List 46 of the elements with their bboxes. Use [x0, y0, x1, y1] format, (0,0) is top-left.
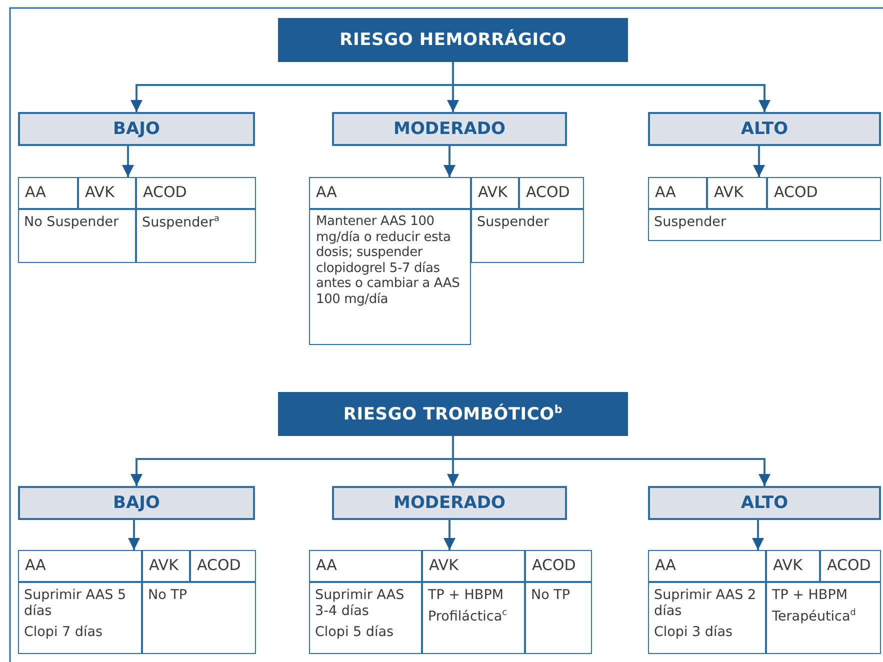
table-cell: No TP: [525, 582, 592, 654]
risk-level-box: MODERADO: [332, 112, 567, 146]
arrow: [444, 520, 456, 550]
table-cell-header: AVK: [766, 550, 820, 582]
table-cell-header: AVK: [422, 550, 525, 582]
table-cell-header: AVK: [142, 550, 190, 582]
arrow: [452, 62, 770, 112]
table-cell: No Suspender: [18, 209, 136, 263]
table-cell-header: AA: [309, 177, 471, 209]
table-cell: Suspender: [471, 209, 584, 263]
table-cell: Suprimir AAS 2 días Clopi 3 días: [648, 582, 766, 654]
risk-level-box: BAJO: [18, 486, 255, 520]
arrow: [752, 520, 764, 550]
table-cell-header: ACOD: [767, 177, 881, 209]
table-cell-header: ACOD: [136, 177, 256, 209]
arrow: [452, 436, 770, 486]
arrow: [128, 520, 140, 550]
table-cell: Suprimir AAS 3-4 días Clopi 5 días: [309, 582, 422, 654]
risk-level-box: ALTO: [648, 112, 881, 146]
table-cell-header: AVK: [78, 177, 136, 209]
table-cell-header: AA: [18, 550, 142, 582]
table-cell-header: AA: [648, 550, 766, 582]
table-cell-header: AVK: [471, 177, 519, 209]
risk-level-box: BAJO: [18, 112, 255, 146]
table-cell-header: AA: [18, 177, 78, 209]
table-cell-header: ACOD: [519, 177, 584, 209]
table-cell: Suspender: [648, 209, 881, 241]
risk-level-box: MODERADO: [332, 486, 567, 520]
title-box: RIESGO HEMORRÁGICO: [278, 18, 628, 62]
table-cell: No TP: [142, 582, 256, 654]
arrow: [122, 146, 134, 177]
risk-level-box: ALTO: [648, 486, 881, 520]
table-cell-header: AVK: [707, 177, 767, 209]
table-cell: Suspender$^{a}$: [136, 209, 256, 263]
title-box: RIESGO TROMBÓTICO$^{b}$: [278, 392, 628, 436]
arrow: [753, 146, 765, 177]
table-cell-header: AA: [648, 177, 707, 209]
table-cell-header: ACOD: [525, 550, 592, 582]
arrow: [444, 146, 456, 177]
table-cell-header: AA: [309, 550, 422, 582]
table-cell: Suprimir AAS 5 días Clopi 7 días: [18, 582, 142, 654]
table-cell: Mantener AAS 100 mg/día o reducir esta dosis; suspender clopidogrel 5-7 días antes o cambiar a AAS 100 mg/día: [309, 209, 471, 345]
table-cell-header: ACOD: [190, 550, 256, 582]
table-cell: TP + HBPM Terapéutica$^{d}$: [766, 582, 881, 654]
table-cell: TP + HBPM Profiláctica$^{c}$: [422, 582, 525, 654]
table-cell-header: ACOD: [820, 550, 881, 582]
